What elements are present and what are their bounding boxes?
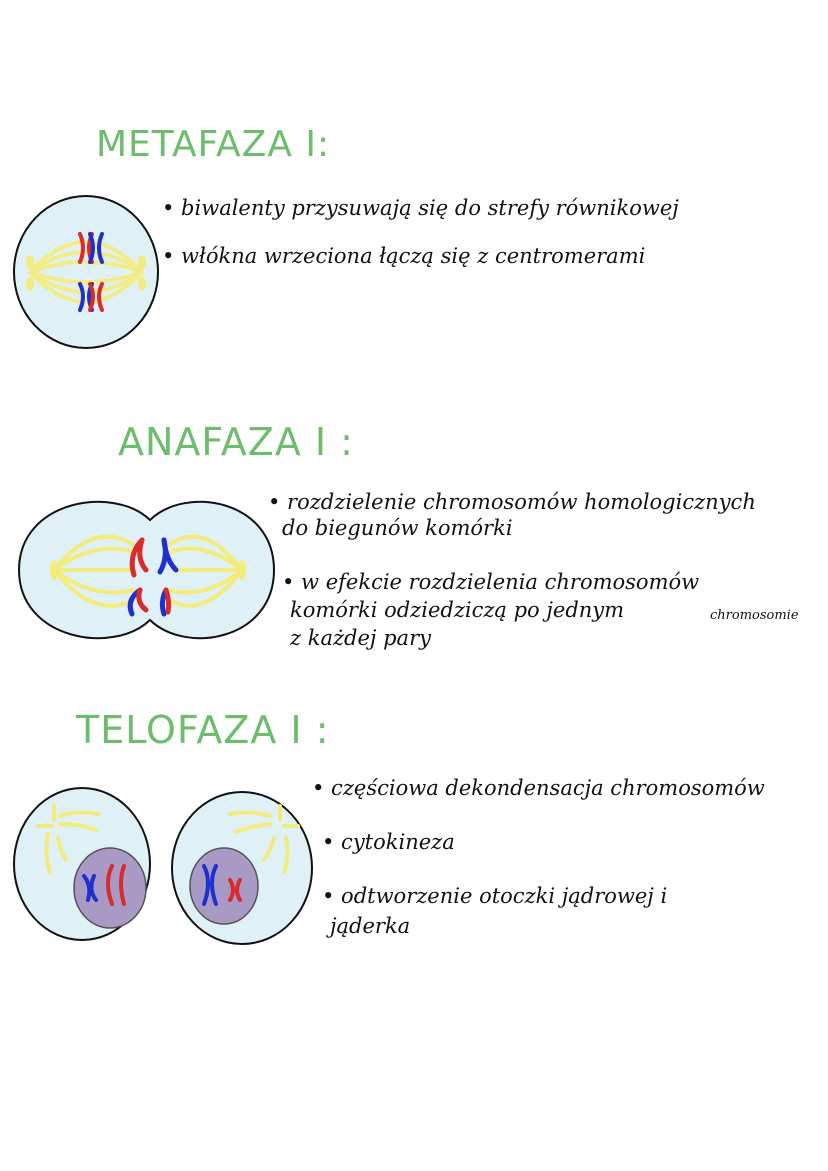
section-title-telophase: TELOFAZA I : (76, 708, 330, 752)
telophase-note-2: • cytokineza (322, 830, 455, 854)
section-title-anaphase: ANAFAZA I : (118, 420, 354, 464)
anaphase-note-4b: chromosomie (710, 608, 799, 623)
telophase-cells-diagram (13, 787, 313, 945)
metaphase-cell-diagram (13, 195, 159, 349)
telophase-note-4: jąderka (330, 914, 411, 938)
anaphase-note-2: do biegunów komórki (282, 516, 513, 540)
anaphase-note-5: z każdej pary (290, 626, 431, 650)
metaphase-note-1: • biwalenty przysuwają się do strefy rów… (162, 196, 679, 220)
section-title-metaphase: METAFAZA I: (96, 124, 331, 165)
anaphase-note-3: • w efekcie rozdzielenia chromosomów (282, 570, 700, 594)
anaphase-cell-diagram (17, 500, 276, 640)
anaphase-note-4: komórki odziedziczą po jednym (290, 598, 625, 622)
telophase-note-3: • odtworzenie otoczki jądrowej i (322, 884, 668, 908)
telophase-note-1: • częściowa dekondensacja chromosomów (312, 776, 765, 800)
anaphase-note-1: • rozdzielenie chromosomów homologicznyc… (268, 490, 756, 514)
metaphase-note-2: • włókna wrzeciona łączą się z centromer… (162, 244, 646, 268)
